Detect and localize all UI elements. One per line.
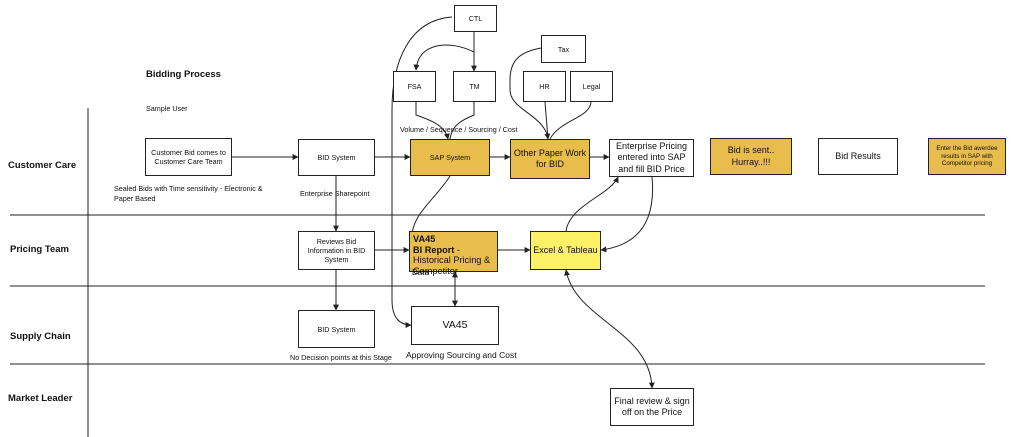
- lane-customer-care: Customer Care: [8, 160, 77, 171]
- bi-report-desc: - Historical Pricing & Competitor: [413, 244, 491, 276]
- sealed-bids-note: Sealed Bids with Time sensitivity - Elec…: [114, 184, 263, 204]
- enterprise-pricing-box[interactable]: Enterprise Pricing entered into SAP and …: [609, 139, 694, 177]
- customer-bid-box[interactable]: Customer Bid comes to Customer Care Team: [145, 138, 232, 176]
- va45-bi-report-box[interactable]: VA45 BI Report - Historical Pricing & Co…: [409, 231, 498, 276]
- sample-user-label: Sample User: [146, 104, 188, 113]
- hr-box[interactable]: HR: [523, 71, 566, 102]
- lane-market-leader: Market Leader: [8, 393, 73, 404]
- no-decision-note: No Decision points at this Stage: [290, 353, 392, 362]
- other-paper-box[interactable]: Other Paper Work for BID: [510, 139, 590, 179]
- approving-note: Approving Sourcing and Cost: [406, 350, 517, 360]
- bid-results-box[interactable]: Bid Results: [818, 138, 898, 175]
- va45-sc-box[interactable]: VA45: [411, 306, 499, 345]
- arrow-tm-sap: [449, 102, 475, 140]
- tm-box[interactable]: TM: [453, 71, 496, 102]
- bid-sent-box[interactable]: Bid is sent.. Hurray..!!!: [710, 138, 792, 175]
- reviews-bid-box[interactable]: Reviews Bid Information in BID System: [298, 231, 375, 270]
- arrow-ctl-va45sc: [391, 16, 453, 328]
- bid-system-cc-box[interactable]: BID System: [298, 139, 375, 176]
- arrow-excel-enterprise: [565, 176, 619, 232]
- arrow-fsatm-sap: [415, 102, 450, 140]
- arrow-tax-otherpaper: [509, 47, 551, 140]
- excel-tableau-box[interactable]: Excel & Tableau: [530, 231, 601, 270]
- final-review-box[interactable]: Final review & sign off on the Price: [610, 388, 694, 426]
- arrow-enterprise-excel: [600, 176, 654, 253]
- legal-box[interactable]: Legal: [570, 71, 613, 102]
- bi-report-label: BI Report: [413, 244, 455, 255]
- arrow-ctl-fsa: [413, 44, 475, 71]
- fsa-box[interactable]: FSA: [393, 71, 436, 102]
- ctl-box[interactable]: CTL: [454, 5, 497, 32]
- enterprise-sharepoint-note: Enterprise Sharepoint: [300, 189, 370, 198]
- tax-box[interactable]: Tax: [541, 35, 586, 63]
- page-title: Bidding Process: [146, 69, 221, 80]
- bid-system-sc-box[interactable]: BID System: [298, 310, 375, 348]
- volume-sequence-note: Volume / Sequence / Sourcing / Cost: [400, 125, 518, 134]
- va45-bi-title: VA45: [413, 234, 436, 244]
- arrow-hr-otherpaper: [544, 101, 549, 140]
- sap-system-box[interactable]: SAP System: [410, 139, 490, 176]
- lane-supply-chain: Supply Chain: [10, 331, 71, 342]
- arrow-legal-otherpaper: [549, 101, 592, 140]
- arrow-excel-finalreview: [564, 269, 655, 389]
- bi-report-tail: Data: [412, 268, 429, 277]
- enter-awardee-box[interactable]: Enter the Bid awerdee results in SAP wit…: [928, 138, 1006, 175]
- lane-pricing-team: Pricing Team: [10, 244, 69, 255]
